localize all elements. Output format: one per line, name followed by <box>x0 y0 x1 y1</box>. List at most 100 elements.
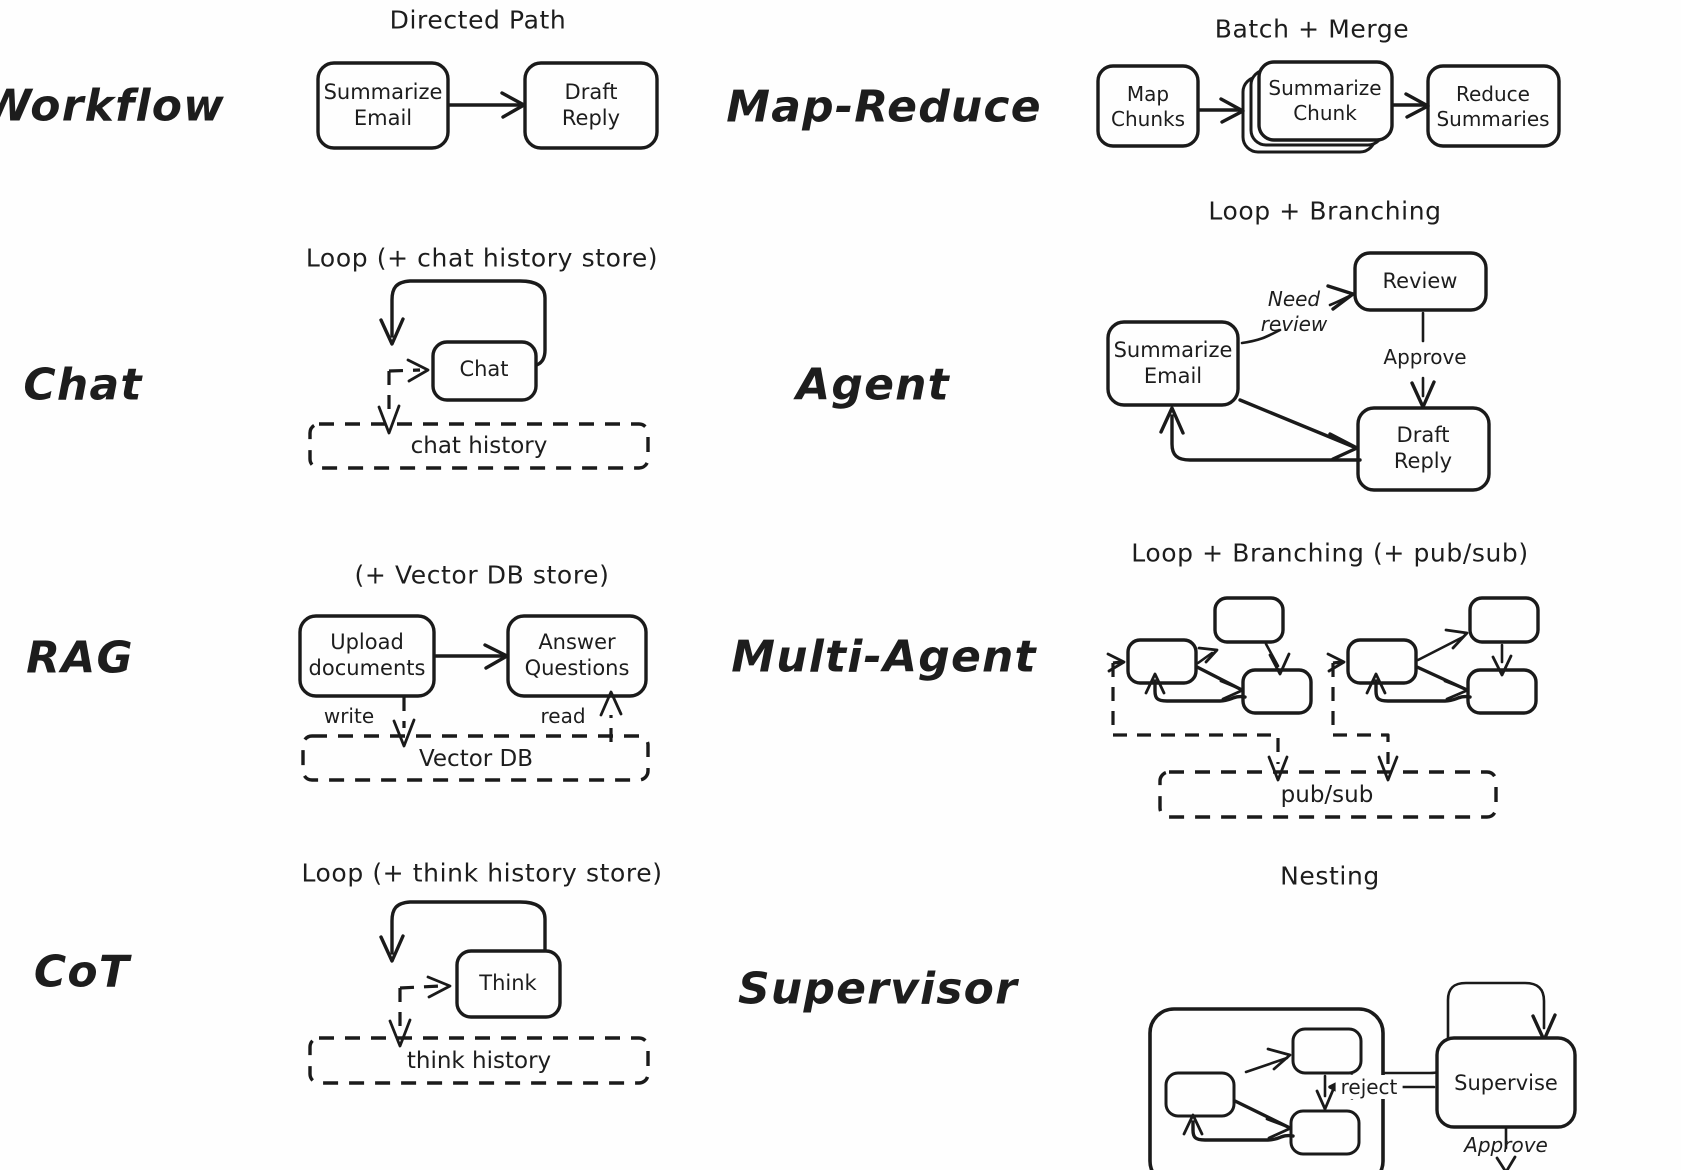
ma-b-arrow-6 <box>1377 755 1399 782</box>
ma-b-arrow-3 <box>1443 679 1470 701</box>
agent-graph <box>1106 251 1491 492</box>
ma-a-arrow-3 <box>1219 679 1245 701</box>
caption-agent: Loop + Branching <box>1208 196 1442 226</box>
edge-label-supervise-approve: Approve <box>1464 1133 1548 1157</box>
ma-a-arrow-2 <box>1268 652 1291 676</box>
arrowhead-agent-review <box>1326 284 1355 311</box>
store-chat-history <box>308 422 650 470</box>
ma-a-node-2[interactable] <box>1126 638 1198 685</box>
ma-b-node-2[interactable] <box>1346 638 1418 685</box>
node-think[interactable] <box>455 949 562 1019</box>
row-label-cot: CoT <box>33 946 131 998</box>
sv-node-3[interactable] <box>1289 1109 1361 1156</box>
node-map-chunks[interactable] <box>1096 64 1200 148</box>
row-label-multi-agent: Multi-Agent <box>731 631 1037 683</box>
multi-agent-graph <box>1106 596 1540 819</box>
ma-b-dash-down <box>1331 663 1390 764</box>
store-label-pub-sub: pub/sub <box>1280 782 1374 808</box>
chat-graph <box>308 279 650 470</box>
sv-arrow-4 <box>1182 1113 1204 1136</box>
arrowhead-think-in <box>426 975 452 999</box>
cot-graph <box>308 900 650 1085</box>
ma-a-dash-in <box>1112 660 1123 665</box>
ma-b-node-3[interactable] <box>1466 668 1538 715</box>
node-upload-documents[interactable] <box>298 614 436 698</box>
sv-node-2[interactable] <box>1164 1071 1236 1118</box>
row-label-supervisor: Supervisor <box>738 963 1018 1015</box>
arrowhead-agent-loopback <box>1159 406 1185 435</box>
ma-a-node-1[interactable] <box>1213 596 1285 644</box>
ma-a-arrow-6 <box>1267 755 1289 782</box>
ma-b-node-1[interactable] <box>1468 596 1540 644</box>
caption-rag: (+ Vector DB store) <box>354 560 610 590</box>
ma-a-dash-down <box>1111 663 1280 764</box>
ma-b-arrow-1 <box>1444 628 1469 650</box>
row-label-chat: Chat <box>23 359 143 411</box>
caption-workflow: Directed Path <box>389 5 567 35</box>
sv-arrow-2 <box>1315 1088 1335 1111</box>
sv-arrow-1 <box>1266 1047 1292 1071</box>
arrowhead-chat-in <box>406 358 430 383</box>
ma-a-edge-2-1 <box>1196 651 1214 665</box>
caption-multi-agent: Loop + Branching (+ pub/sub) <box>1131 538 1529 568</box>
edge-label-reject: reject <box>1335 1075 1403 1099</box>
store-label-vector-db: Vector DB <box>418 746 534 772</box>
ma-b-arrow-2 <box>1491 654 1513 677</box>
store-pub-sub <box>1158 770 1498 819</box>
store-label-chat-history: chat history <box>410 433 548 459</box>
edge-label-write: write <box>323 704 375 728</box>
row-label-rag: RAG <box>26 632 134 684</box>
arrowhead-chat-out <box>377 404 401 435</box>
arrowhead-rag-read <box>599 690 623 717</box>
store-think-history <box>308 1036 650 1085</box>
row-label-map-reduce: Map-Reduce <box>726 81 1042 133</box>
caption-supervisor: Nesting <box>1280 861 1380 891</box>
ma-b-edge-2-1 <box>1416 635 1465 662</box>
sv-edge-2-1 <box>1244 1056 1289 1074</box>
edge-label-read: read <box>540 704 586 728</box>
caption-cot: Loop (+ think history store) <box>301 858 663 888</box>
arrowhead-think-out <box>388 1018 412 1048</box>
row-label-workflow: Workflow <box>0 80 226 132</box>
rag-graph <box>298 614 650 782</box>
ma-a-node-3[interactable] <box>1241 668 1313 715</box>
map-reduce-graph <box>1096 60 1561 154</box>
ma-a-edge-3-2-loop <box>1153 679 1247 703</box>
arrowhead-agent-diag <box>1328 432 1359 461</box>
ma-a-edge-1-3 <box>1264 642 1280 668</box>
ma-b-arrow-4 <box>1365 672 1387 695</box>
node-agent-summarize-email[interactable] <box>1106 320 1240 407</box>
edge-draft-to-summarize-loop <box>1170 414 1362 462</box>
node-summarize-chunk[interactable] <box>1257 60 1394 142</box>
arrowhead-workflow-1 <box>500 91 526 119</box>
sv-node-1[interactable] <box>1291 1027 1363 1075</box>
edge-think-history-to-think <box>399 984 441 990</box>
sv-arrow-3 <box>1265 1117 1293 1140</box>
arrowhead-think-loop <box>379 934 405 963</box>
edge-summarize-to-review <box>1240 328 1282 345</box>
arrowhead-mr-1 <box>1219 97 1245 124</box>
arrowhead-mr-2 <box>1404 92 1430 119</box>
node-label-think: Think <box>479 971 537 995</box>
node-label-chat: Chat <box>459 357 509 381</box>
row-label-agent: Agent <box>796 359 950 411</box>
edge-chat-history-to-chat <box>388 368 421 373</box>
node-agent-review[interactable] <box>1353 251 1488 312</box>
workflow-graph <box>316 61 659 150</box>
node-chat[interactable] <box>431 340 538 402</box>
arrowhead-supervise-approve <box>1495 1155 1517 1170</box>
arrowhead-agent-approve <box>1410 380 1436 409</box>
edge-chat-self-loop <box>390 279 547 369</box>
store-vector-db <box>301 734 650 782</box>
ma-a-arrow-4 <box>1144 672 1166 695</box>
edge-summarize-to-draft-diag <box>1238 398 1356 449</box>
store-label-think-history: think history <box>406 1048 552 1074</box>
node-label-ag-review: Review <box>1382 269 1458 293</box>
